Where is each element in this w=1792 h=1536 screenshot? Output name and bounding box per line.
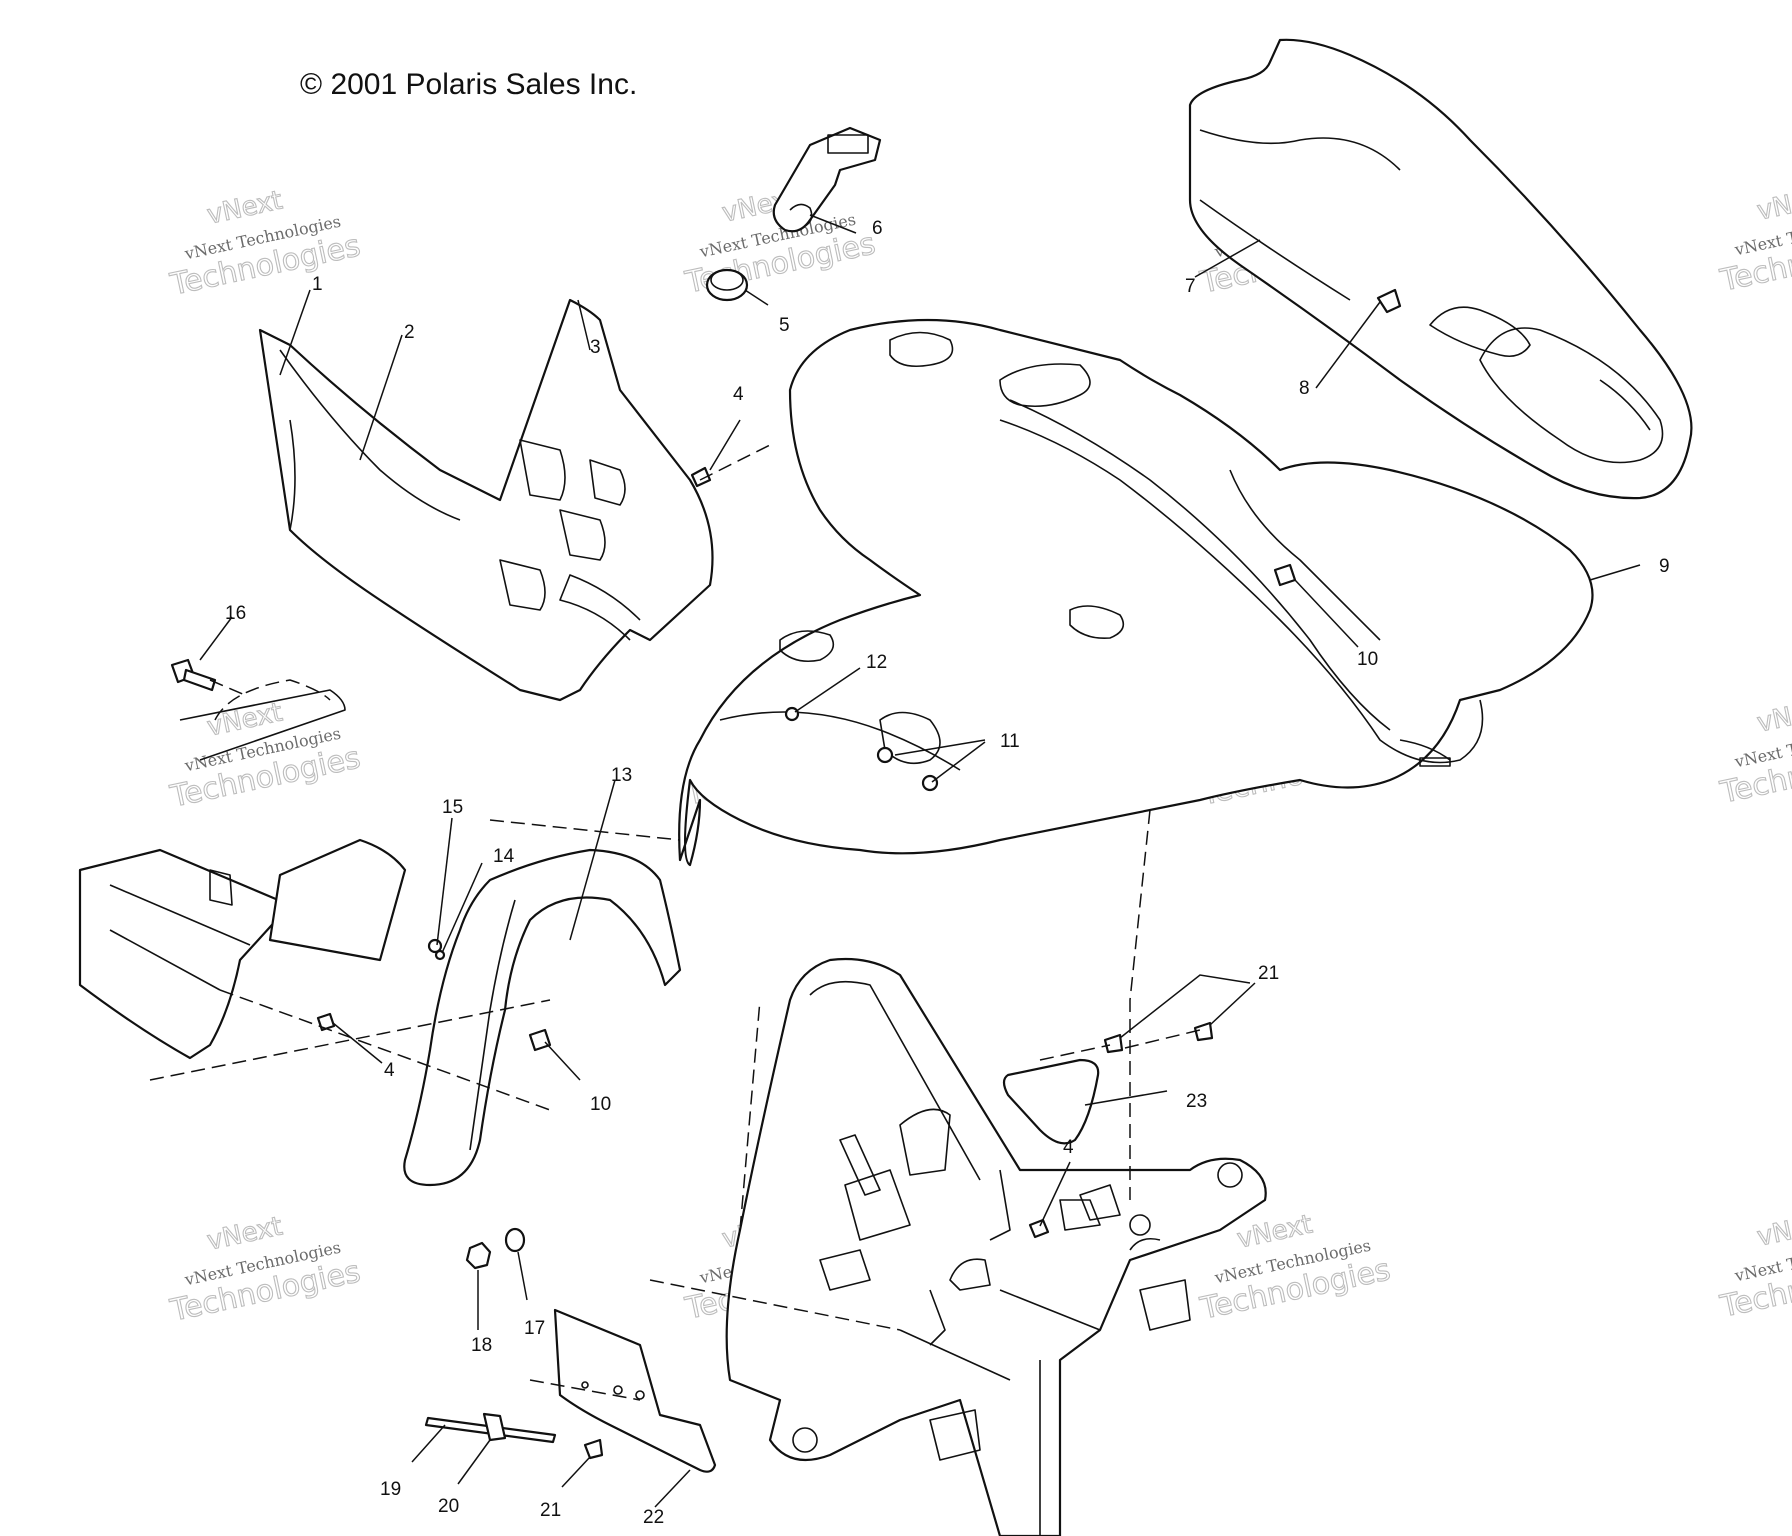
callout-2: 2 (404, 322, 415, 343)
part-9-front-fender (678, 318, 1594, 867)
callout-10-left: 10 (590, 1094, 611, 1115)
part-15-fastener (427, 938, 443, 954)
watermark-line1: vNext (205, 697, 286, 742)
callout-4-left: 4 (384, 1060, 395, 1081)
watermark-line1: vNext (205, 185, 286, 230)
watermark-line1: vNext (1755, 181, 1792, 226)
watermark: vNext vNext Technologies Technologies (166, 1211, 364, 1329)
part-7-rear-cover (1188, 38, 1693, 500)
part-20-clip (482, 1412, 507, 1442)
callout-4: 4 (733, 384, 744, 405)
callout-12: 12 (866, 652, 887, 673)
part-10-nut-right (1273, 563, 1297, 587)
frame-assembly (725, 957, 1267, 1536)
watermark: vNext vNext Technologies Technologies (166, 185, 364, 303)
callout-22: 22 (643, 1507, 664, 1528)
callout-7: 7 (1185, 276, 1196, 297)
watermark: vNext vNext Technologies Technologies (681, 183, 879, 301)
hardware-group (316, 466, 1297, 1460)
part-21-screw-lower (583, 1438, 604, 1460)
callout-9: 9 (1659, 556, 1670, 577)
callout-8: 8 (1299, 378, 1310, 399)
part-8-clip (1376, 288, 1402, 314)
copyright-notice: © 2001 Polaris Sales Inc. (300, 68, 638, 101)
part-23-plate (1002, 1058, 1100, 1145)
part-4-screw-left (316, 1012, 336, 1032)
watermark-line1: vNext (205, 1211, 286, 1256)
watermark: vNext vNext Technologies Technologies (1716, 1207, 1792, 1325)
part-21-screw (1103, 1033, 1124, 1054)
callout-21: 21 (1258, 963, 1279, 984)
watermark: vNext vNext Technologies Technologies (1716, 181, 1792, 299)
callout-6: 6 (872, 218, 883, 239)
left-floorboard (78, 679, 407, 1060)
callout-16: 16 (225, 603, 246, 624)
part-10-nut-left (528, 1028, 552, 1052)
callout-19: 19 (380, 1479, 401, 1500)
part-4-screw-frame (1028, 1218, 1050, 1239)
part-17-washer (504, 1227, 526, 1253)
callout-21-lower: 21 (540, 1500, 561, 1521)
part-12-fastener (784, 706, 800, 722)
leader-lines (199, 214, 1641, 1508)
watermark: vNext vNext Technologies Technologies (1716, 693, 1792, 811)
watermark-line1: vNext (1755, 1207, 1792, 1252)
callout-17: 17 (524, 1318, 545, 1339)
part-11-nut (921, 774, 939, 792)
callout-4-frame: 4 (1063, 1137, 1074, 1158)
callout-labels: 1 2 3 4 5 6 7 8 9 10 11 12 13 14 15 16 4… (225, 218, 1670, 1528)
callout-14: 14 (493, 846, 515, 867)
part-11-nut (876, 746, 894, 764)
callout-5: 5 (779, 315, 790, 336)
part-13-fender-flare (403, 848, 682, 1187)
callout-3: 3 (590, 337, 601, 358)
part-18-nut (465, 1241, 492, 1270)
callout-23: 23 (1186, 1091, 1207, 1112)
part-6-bracket (772, 126, 882, 233)
part-21-screw (1193, 1021, 1214, 1042)
callout-13: 13 (611, 765, 632, 786)
callout-1: 1 (312, 274, 323, 295)
callout-15: 15 (442, 797, 463, 818)
part-4-screw-top (690, 466, 712, 488)
callout-11: 11 (1000, 731, 1020, 752)
callout-18: 18 (471, 1335, 492, 1356)
callout-10: 10 (1357, 649, 1378, 670)
assembly-lines (149, 444, 1201, 1401)
part-22-splash-guard (553, 1308, 717, 1473)
part-5-cap (705, 268, 749, 302)
part-16-bolt (170, 658, 217, 692)
watermark-line1: vNext (1235, 1209, 1316, 1254)
watermark: vNext vNext Technologies Technologies (166, 697, 364, 815)
watermark-line1: vNext (1755, 693, 1792, 738)
part-1-2-3-footwell-panels (258, 298, 714, 702)
callout-20: 20 (438, 1496, 459, 1517)
